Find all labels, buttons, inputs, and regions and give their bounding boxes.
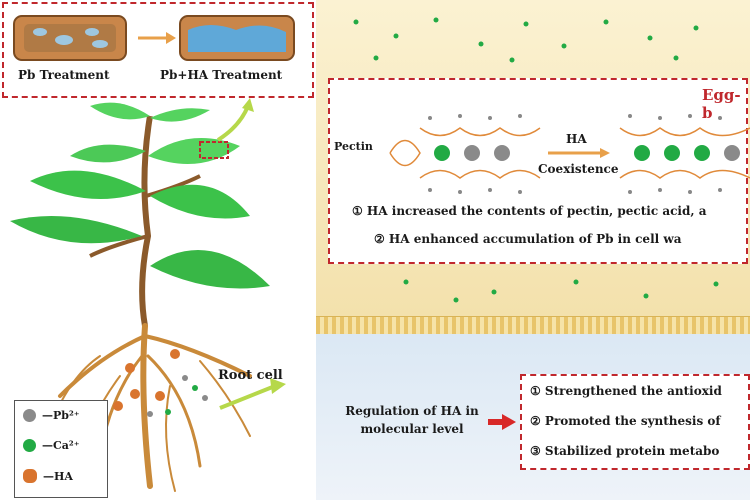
pb-ion: [724, 145, 740, 161]
pb-cell-icon: [13, 15, 127, 61]
leaf: [150, 250, 270, 289]
effect-2: ② Promoted the synthesis of: [530, 414, 721, 428]
pectin-label: Pectin: [334, 140, 373, 153]
legend-item-pb: —Pb²⁺: [23, 409, 80, 422]
arrow-right-icon: [138, 32, 176, 44]
ca-ion: [434, 145, 450, 161]
pb-ion: [464, 145, 480, 161]
legend-label-pb: —Pb²⁺: [42, 409, 80, 422]
ca-particles: [165, 385, 198, 415]
ca-ion: [694, 145, 710, 161]
legend: —Pb²⁺ —Ca²⁺ —HA: [14, 400, 108, 498]
leaf: [150, 184, 250, 219]
leaf-zoom-arrow-icon: [216, 105, 250, 142]
ca-ion: [634, 145, 650, 161]
treatment-panel: [2, 2, 314, 98]
pbha-cell-icon: [179, 15, 295, 61]
pectin-chain-right: [619, 127, 750, 179]
ca-ion: [664, 145, 680, 161]
effect-1: ① Strengthened the antioxid: [530, 384, 722, 398]
leaf: [70, 144, 146, 163]
legend-item-ha: —HA: [23, 469, 73, 483]
egg-box-title: Egg-b: [702, 86, 741, 122]
plant-illustration: [10, 98, 286, 492]
grey-dot-icon: [23, 409, 36, 422]
legend-item-ca: —Ca²⁺: [23, 439, 80, 452]
orange-dot-icon: [23, 469, 37, 483]
ha-label: HA: [566, 132, 587, 146]
legend-label-ha: —HA: [43, 469, 73, 483]
coexistence-arrow-icon: [548, 148, 610, 158]
pb-particles: [147, 375, 208, 417]
green-dot-icon: [23, 439, 36, 452]
leaf: [10, 216, 142, 244]
molecular-effects-panel: [520, 374, 750, 470]
ha-particles: [113, 349, 180, 411]
finding-1: ① HA increased the contents of pectin, p…: [352, 204, 707, 218]
leaf: [30, 170, 146, 199]
leaf: [150, 108, 210, 122]
effect-3: ③ Stabilized protein metabo: [530, 444, 720, 458]
membrane-stripe: [316, 316, 750, 336]
scattered-dots: [353, 17, 719, 303]
finding-2: ② HA enhanced accumulation of Pb in cell…: [374, 232, 682, 246]
coexistence-label: Coexistence: [538, 162, 619, 176]
leaf: [90, 102, 150, 120]
pbha-treatment-label: Pb+HA Treatment: [160, 68, 283, 82]
pb-ion: [494, 145, 510, 161]
red-arrow-icon: [488, 414, 516, 430]
treatment-cells-illustration: [13, 15, 295, 61]
egg-box-illustration: [389, 114, 750, 194]
pb-treatment-label: Pb Treatment: [18, 68, 110, 82]
plant-stem: [139, 115, 153, 327]
root-cell-arrow-icon: [219, 384, 276, 410]
root-cell-label: Root cell: [218, 368, 283, 383]
molecular-heading-line1: Regulation of HA in: [345, 404, 479, 418]
molecular-heading-line2: molecular level: [360, 422, 464, 436]
pectin-chain-left: [389, 127, 541, 179]
legend-label-ca: —Ca²⁺: [42, 439, 80, 452]
molecular-heading: Regulation of HA in molecular level: [322, 402, 502, 438]
